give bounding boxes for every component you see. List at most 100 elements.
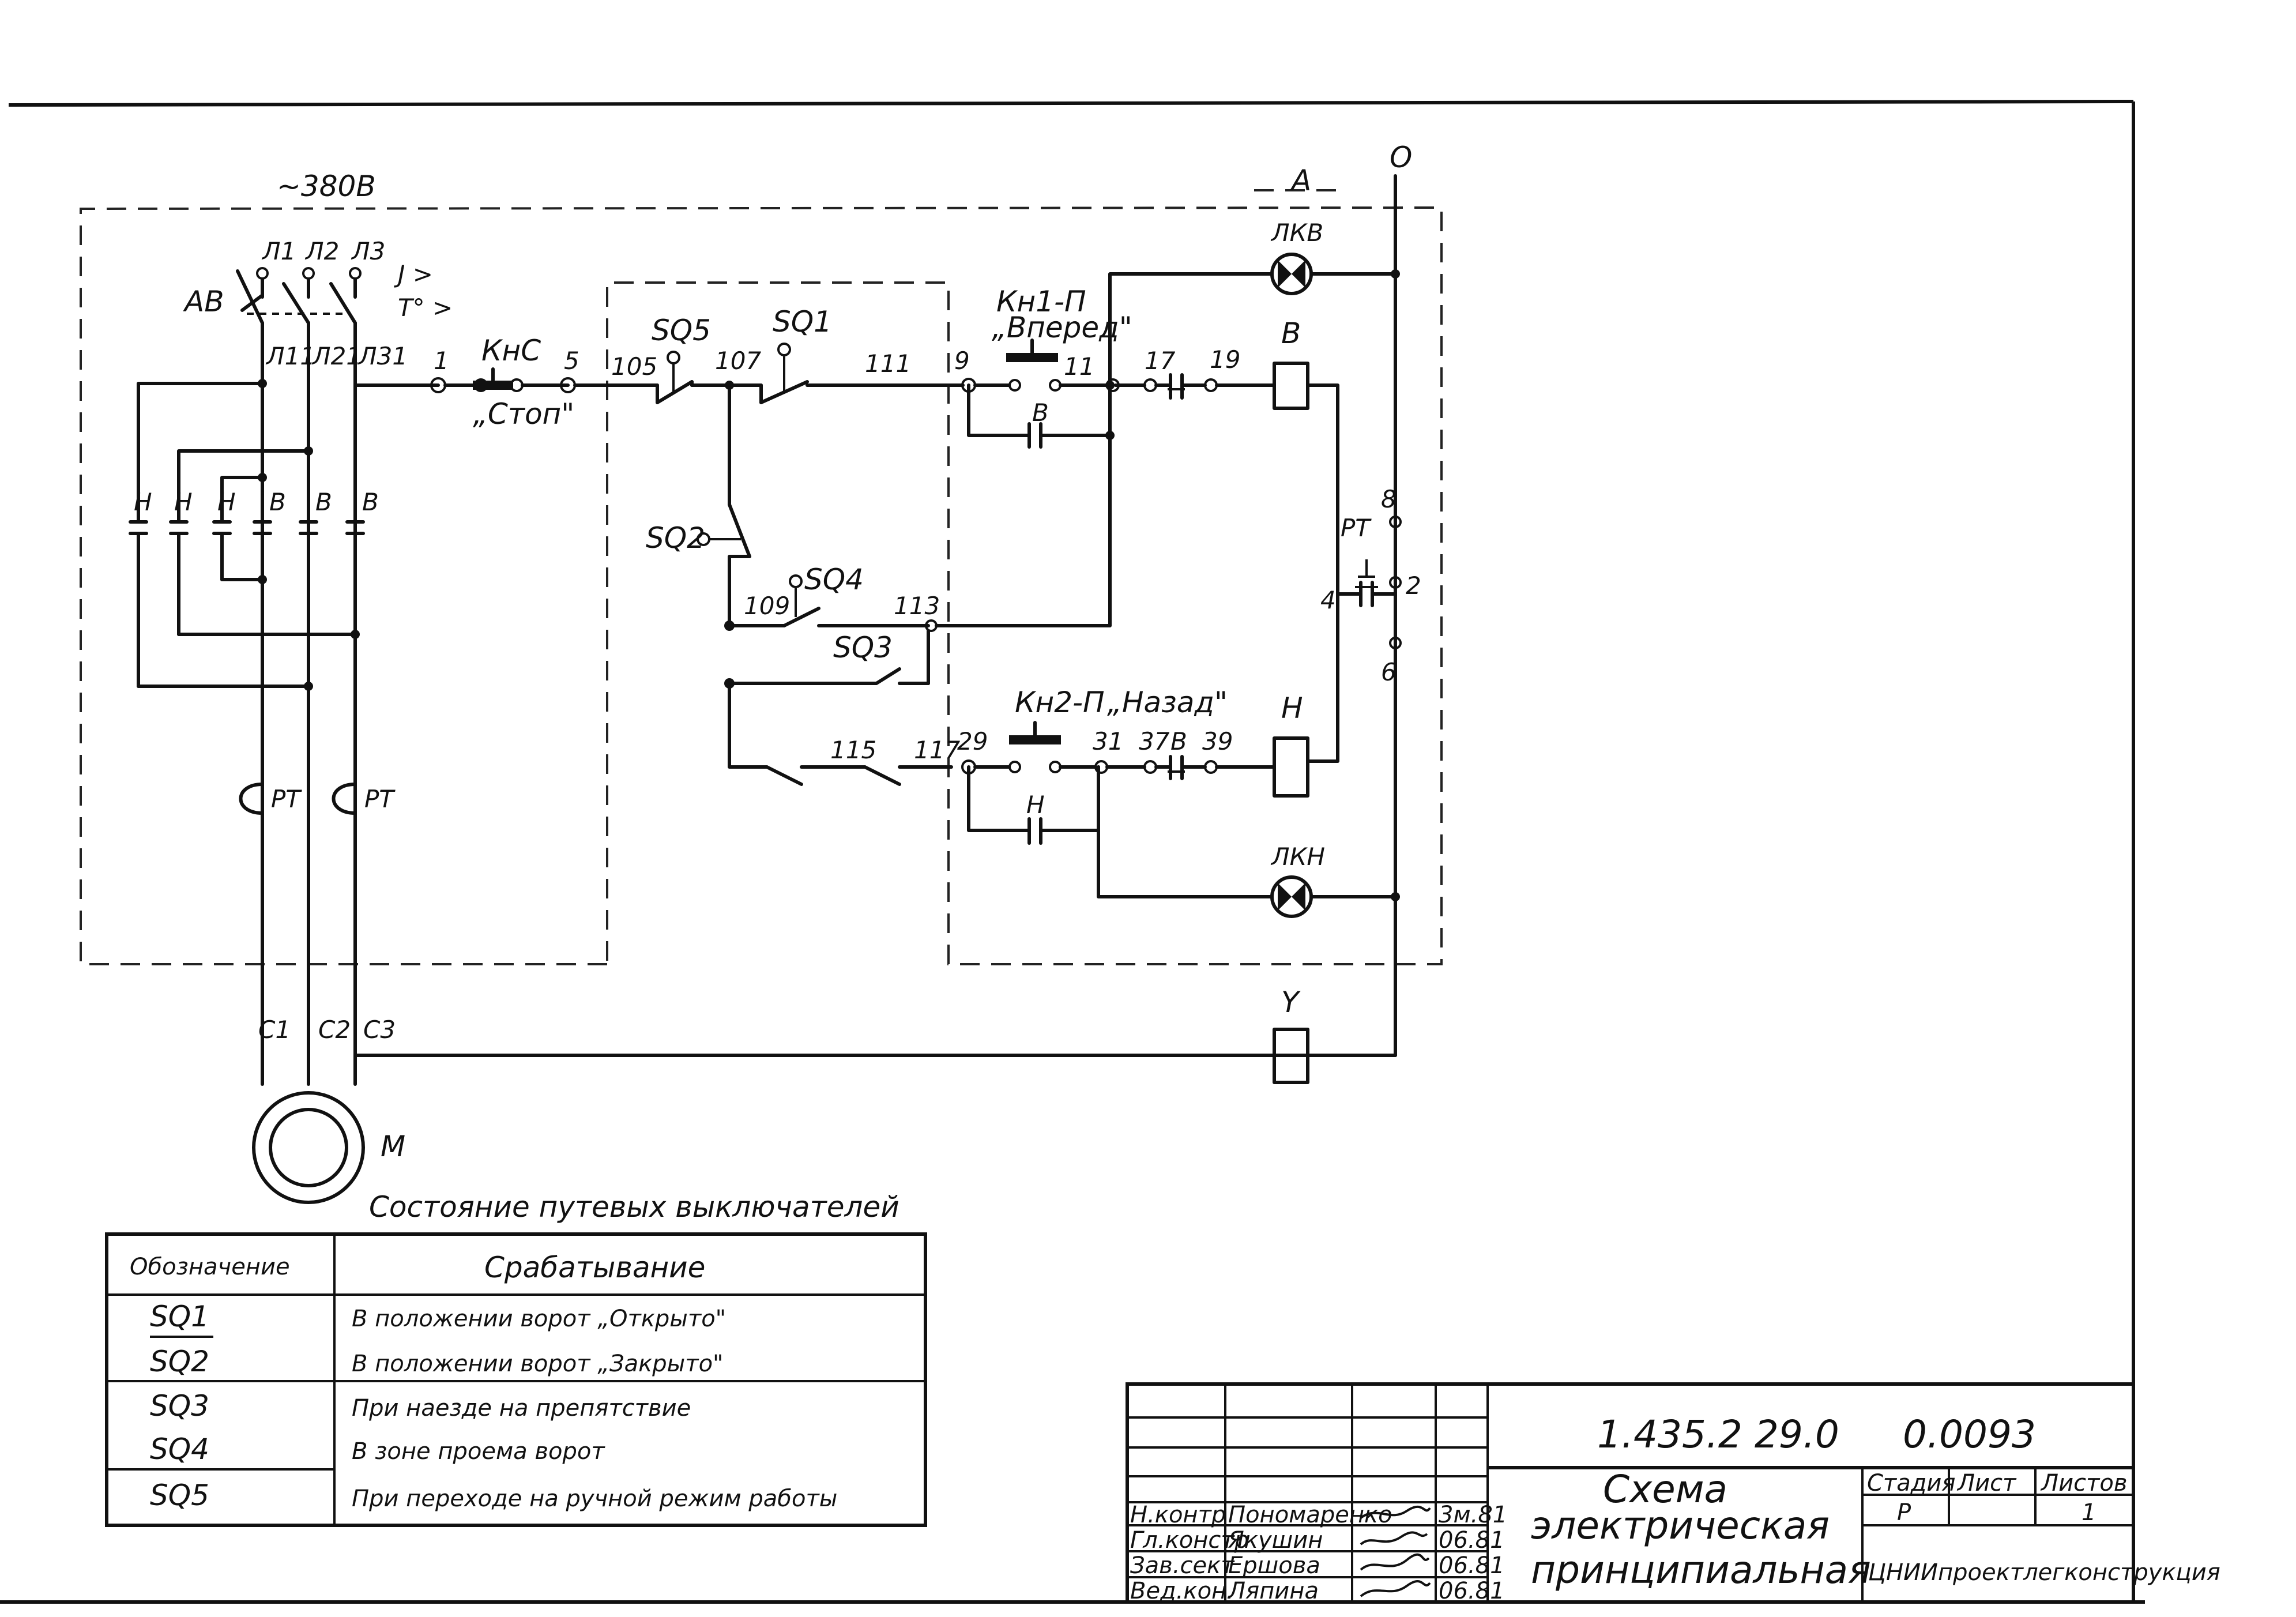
wire-19: 19 xyxy=(1210,345,1240,374)
seal-contact-b: В xyxy=(1032,398,1049,427)
wire-105: 105 xyxy=(611,352,657,381)
signer-date-3: 06.81 xyxy=(1439,1552,1505,1579)
stop-button-code: КнС xyxy=(481,334,541,367)
breaker-out-3: Л31 xyxy=(357,342,408,370)
signatures xyxy=(1360,1505,1431,1597)
switch-row-1-code: SQ1 xyxy=(150,1300,209,1333)
switch-sq4: SQ4 xyxy=(804,563,864,596)
switch-sq3: SQ3 xyxy=(833,631,893,664)
coil-back-label: Н xyxy=(1281,691,1303,725)
wire-5: 5 xyxy=(564,347,579,375)
contactor-label-2: Н xyxy=(174,488,193,516)
switch-table-header-action: Срабатывание xyxy=(484,1251,705,1284)
switch-row-2-text: В положении ворот „Закрыто" xyxy=(352,1351,723,1377)
switch-row-1-text: В положении ворот „Открыто" xyxy=(352,1306,726,1332)
wire-2: 2 xyxy=(1406,571,1421,600)
brake-label: Y xyxy=(1281,986,1301,1019)
contactor-label-3: Н xyxy=(217,488,236,516)
contactor-label-1: Н xyxy=(134,488,152,516)
coil-forward xyxy=(1273,362,1309,410)
lamp-forward-label: ЛКВ xyxy=(1270,219,1323,247)
lamp-back-label: ЛКН xyxy=(1270,843,1325,871)
wire-39: 39 xyxy=(1202,727,1233,755)
switch-row-5-code: SQ5 xyxy=(150,1479,209,1512)
signer-name-4: Ляпина xyxy=(1227,1578,1319,1604)
motor-symbol xyxy=(252,1091,365,1204)
stage-value: Р xyxy=(1897,1499,1911,1526)
device-enclosures xyxy=(80,189,1443,965)
back-button-label: „Назад" xyxy=(1107,686,1228,719)
signer-date-2: 06.81 xyxy=(1439,1527,1505,1554)
forward-button-code: Кн1-П xyxy=(996,285,1086,318)
doc-code: 0.0093 xyxy=(1903,1412,2036,1457)
signer-date-1: 3м.81 xyxy=(1439,1502,1507,1528)
wire-8: 8 xyxy=(1381,485,1397,513)
relay-contact-label: РТ xyxy=(1341,514,1372,542)
supply-voltage: ~380В xyxy=(277,170,376,203)
wire-115: 115 xyxy=(830,736,876,764)
forward-button xyxy=(1006,353,1058,362)
wire-1: 1 xyxy=(434,347,449,375)
switch-sq5: SQ5 xyxy=(652,314,711,347)
doc-number: 1.435.2 29.0 xyxy=(1597,1412,1839,1457)
wire-37: 37 xyxy=(1139,727,1170,755)
sheets-header: Листов xyxy=(2040,1470,2127,1496)
organization: ЦНИИпроектлегконструкция xyxy=(1868,1559,2220,1586)
wire-113: 113 xyxy=(894,592,940,620)
phase-label-1: Л1 xyxy=(261,237,296,265)
seal-contact-h: Н xyxy=(1026,791,1045,819)
trip-symbol-thermal: T° > xyxy=(398,294,453,322)
doc-title-line-3: принципиальная xyxy=(1531,1548,1871,1592)
thermal-relay-label-2: РТ xyxy=(364,785,396,813)
switch-table: Состояние путевых выключателей Обозначен… xyxy=(105,1190,927,1527)
motor-terminal-c1: С1 xyxy=(258,1016,291,1044)
stage-header: Стадия xyxy=(1867,1470,1955,1496)
motor-terminal-c2: С2 xyxy=(318,1016,351,1044)
breaker-out-1: Л11 xyxy=(265,342,315,370)
doc-title-line-1: Схема xyxy=(1603,1467,1727,1511)
signer-name-2: Якушин xyxy=(1228,1527,1323,1554)
wire-17: 17 xyxy=(1145,347,1176,375)
switch-row-4-code: SQ4 xyxy=(150,1432,209,1466)
breaker-label: АВ xyxy=(183,285,224,318)
contactor-label-6: В xyxy=(362,488,379,516)
switch-table-header-code: Обозначение xyxy=(130,1254,290,1280)
stop-button xyxy=(473,381,513,390)
signer-date-4: 06.81 xyxy=(1439,1578,1505,1604)
motor-terminal-c3: С3 xyxy=(363,1016,396,1044)
neutral-label: О xyxy=(1390,141,1412,174)
switch-row-4-text: В зоне проема ворот xyxy=(352,1438,605,1465)
wire-6: 6 xyxy=(1381,658,1397,686)
control-circuit: 1 КнС „Стоп" 5 105 SQ5 107 SQ1 111 9 Кн1… xyxy=(353,141,1421,1084)
contactor-contacts: Н Н Н В В В xyxy=(129,488,379,688)
signer-role-2: Гл.констр xyxy=(1130,1527,1249,1554)
coil-back xyxy=(1273,736,1309,798)
motor-label: М xyxy=(381,1130,405,1163)
signer-role-3: Зав.сект xyxy=(1130,1552,1235,1579)
switch-row-2-code: SQ2 xyxy=(150,1345,209,1378)
switch-row-3-text: При наезде на препятствие xyxy=(352,1395,691,1422)
thermal-relay-label-1: РТ xyxy=(271,785,302,813)
phase-label-3: Л3 xyxy=(351,237,385,265)
back-button-code: Кн2-П xyxy=(1015,686,1105,719)
wire-29: 29 xyxy=(957,727,988,755)
wire-4: 4 xyxy=(1320,586,1336,614)
contactor-label-5: В xyxy=(315,488,332,516)
sheets-value: 1 xyxy=(2082,1499,2096,1526)
wire-117: 117 xyxy=(914,736,960,764)
wire-107: 107 xyxy=(715,347,761,375)
switch-sq1: SQ1 xyxy=(773,305,832,339)
interlock-contact-b: В xyxy=(1170,727,1187,755)
phase-label-2: Л2 xyxy=(304,237,339,265)
switch-table-title: Состояние путевых выключателей xyxy=(369,1190,899,1224)
coil-forward-label: В xyxy=(1281,317,1301,350)
switch-row-3-code: SQ3 xyxy=(150,1389,209,1423)
brake-coil xyxy=(1273,1028,1309,1084)
wire-9: 9 xyxy=(954,347,970,375)
doc-title-line-2: электрическая xyxy=(1531,1503,1830,1548)
signer-role-4: Вед.кон. xyxy=(1130,1578,1234,1604)
switch-sq2: SQ2 xyxy=(646,521,705,555)
enclosure-a-label: А xyxy=(1290,164,1311,197)
wire-111: 111 xyxy=(865,349,911,378)
breaker-out-2: Л21 xyxy=(311,342,362,370)
